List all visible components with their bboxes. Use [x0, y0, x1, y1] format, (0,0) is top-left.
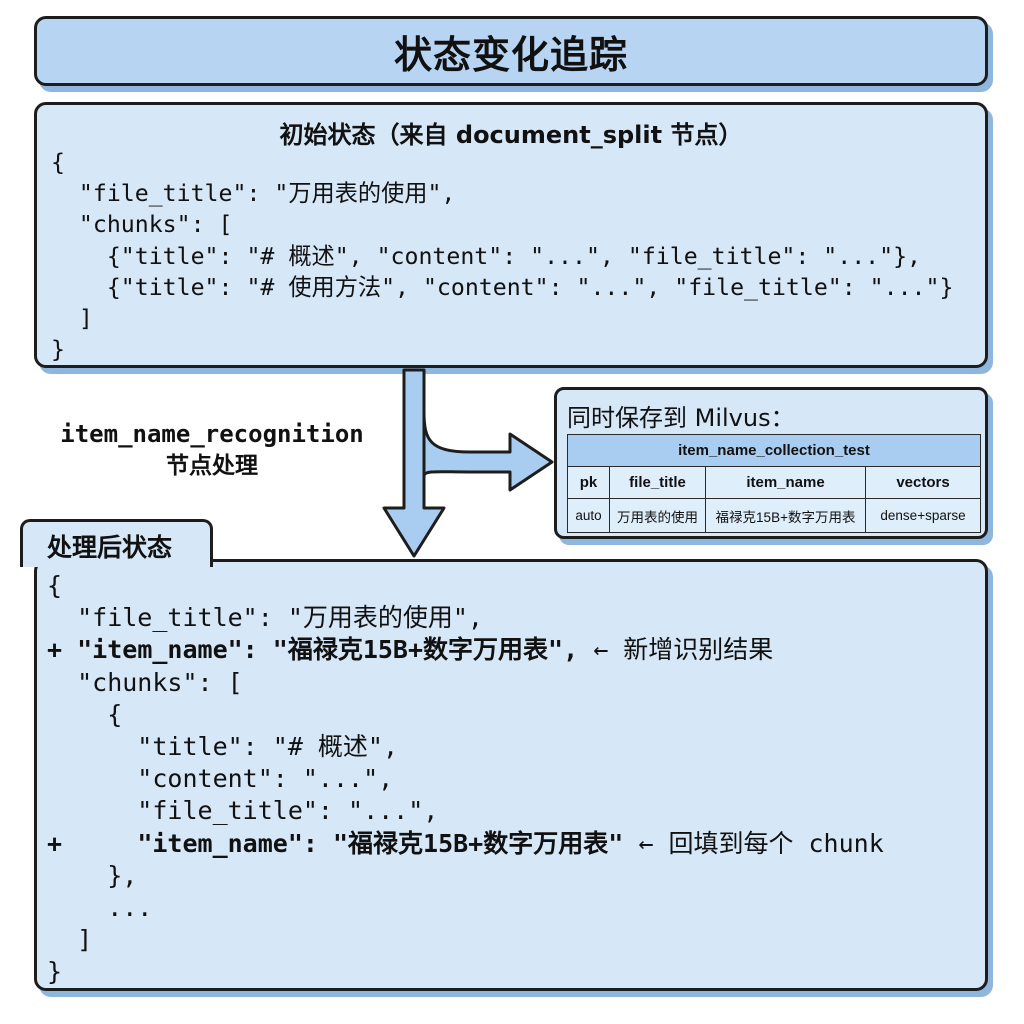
title-bar: 状态变化追踪: [34, 16, 988, 86]
code-line: "file_title": "万用表的使用",: [47, 603, 483, 633]
process-node-label: item_name_recognition 节点处理: [42, 418, 382, 482]
initial-state-code: { "file_title": "万用表的使用", "chunks": [ {"…: [51, 147, 953, 365]
code-line: },: [47, 860, 138, 890]
column-header-file-title: file_title: [609, 466, 706, 499]
code-line-added: + "item_name": "福禄克15B+数字万用表", ← 新增识别结果: [47, 634, 884, 666]
milvus-panel: 同时保存到 Milvus： item_name_collection_test …: [554, 387, 988, 539]
branch-arrow-icon: [422, 410, 554, 492]
added-note: ← 新增识别结果: [578, 635, 774, 665]
added-marker: +: [47, 828, 138, 858]
code-line: {: [47, 571, 63, 600]
process-node-name: item_name_recognition: [60, 420, 364, 448]
column-header-pk: pk: [567, 466, 610, 499]
code-line: }: [51, 336, 65, 364]
processed-state-tab: 处理后状态: [20, 519, 213, 567]
process-node-caption: 节点处理: [166, 453, 258, 479]
down-arrow-icon: [382, 368, 446, 558]
milvus-heading: 同时保存到 Milvus：: [567, 404, 795, 432]
column-header-vectors: vectors: [865, 466, 981, 499]
processed-state-code: { "file_title": "万用表的使用",+ "item_name": …: [47, 570, 884, 989]
milvus-collection-table: item_name_collection_test pk file_title …: [567, 434, 981, 533]
cell-item-name: 福禄克15B+数字万用表: [705, 498, 866, 533]
processed-state-tab-label: 处理后状态: [47, 533, 173, 562]
code-line: "title": "# 概述",: [47, 732, 399, 762]
code-line: ]: [47, 925, 93, 955]
code-line: ]: [51, 305, 93, 333]
code-line-backfilled: + "item_name": "福禄克15B+数字万用表" ← 回填到每个 ch…: [47, 828, 884, 860]
diagram-title: 状态变化追踪: [393, 32, 628, 77]
code-line: "file_title": "...",: [47, 796, 439, 826]
collection-name: item_name_collection_test: [567, 434, 981, 467]
code-line: "chunks": [: [47, 667, 243, 697]
initial-state-heading: 初始状态（来自 document_split 节点）: [279, 121, 743, 149]
added-item-name: "item_name": "福禄克15B+数字万用表",: [77, 635, 579, 665]
backfill-note: ← 回填到每个 chunk: [623, 828, 884, 858]
cell-vectors: dense+sparse: [865, 498, 981, 533]
code-line: "file_title": "万用表的使用",: [51, 180, 456, 208]
code-line: {: [51, 149, 65, 176]
table-row: auto 万用表的使用 福禄克15B+数字万用表 dense+sparse: [567, 498, 981, 533]
code-line: ...: [47, 893, 153, 923]
code-line: {"title": "# 使用方法", "content": "...", "f…: [51, 273, 954, 301]
code-line: {"title": "# 概述", "content": "...", "fil…: [51, 242, 922, 270]
code-line: "chunks": [: [51, 211, 233, 239]
processed-state-panel: { "file_title": "万用表的使用",+ "item_name": …: [34, 559, 988, 991]
cell-pk: auto: [567, 498, 610, 533]
added-marker: +: [47, 635, 78, 665]
code-line: }: [47, 957, 63, 987]
cell-file-title: 万用表的使用: [609, 498, 706, 533]
initial-state-panel: 初始状态（来自 document_split 节点） { "file_title…: [34, 102, 988, 368]
column-header-item-name: item_name: [705, 466, 866, 499]
code-line: {: [47, 699, 123, 729]
backfilled-item-name: "item_name": "福禄克15B+数字万用表": [137, 828, 624, 858]
code-line: "content": "...",: [47, 764, 394, 794]
